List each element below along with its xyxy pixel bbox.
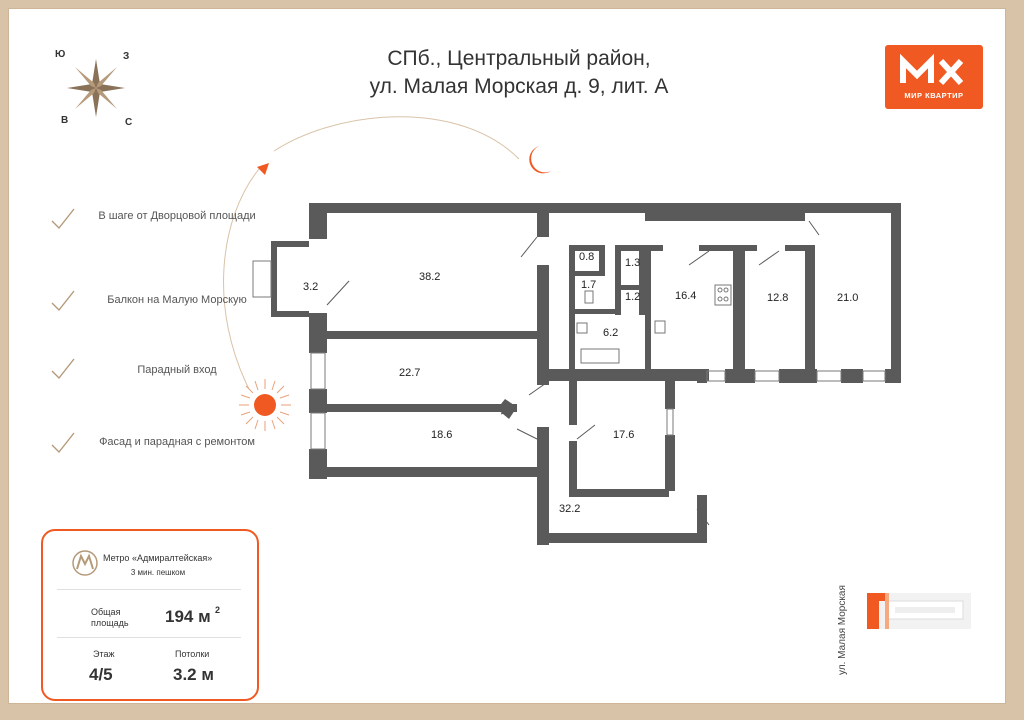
title-line-1: СПб., Центральный район, [387, 47, 651, 70]
area-unit-sup: 2 [215, 605, 221, 615]
corridor-post [497, 399, 517, 419]
metro-name: Метро «Адмиралтейская» [103, 553, 213, 563]
room-area-label: 32.2 [559, 503, 581, 515]
metro-icon [72, 550, 98, 576]
room-area-label: 38.2 [419, 271, 441, 283]
street-label: ул. Малая Морская [837, 585, 848, 675]
floor-value: 4/5 [89, 665, 113, 684]
logo-mark-icon [900, 53, 964, 86]
compass-label-nw: Ю [55, 49, 66, 60]
compass-label-sw: В [61, 115, 69, 126]
room-area-label: 1.2 [625, 291, 641, 303]
brand-logo: МИР КВАРТИР [885, 45, 983, 109]
floor-label: Этаж [93, 649, 115, 659]
building-location-map [867, 593, 971, 629]
title-line-2: ул. Малая Морская д. 9, лит. А [369, 75, 669, 98]
room-area-label: 22.7 [399, 367, 421, 379]
check-icon [51, 208, 75, 230]
info-card: Метро «Адмиралтейская» 3 мин. пешком Общ… [41, 529, 259, 701]
room-area-label: 17.6 [613, 429, 635, 441]
ceiling-value: 3.2 м [173, 665, 214, 684]
room-area-label: 3.2 [303, 281, 319, 293]
area-label: Общая площадь [91, 607, 129, 628]
walls [271, 203, 901, 545]
sun-path-arc [223, 116, 520, 390]
room-area-label: 0.8 [579, 251, 595, 263]
compass-label-se: С [125, 117, 133, 128]
sun-icon [239, 379, 291, 431]
room-area-label: 16.4 [675, 290, 697, 302]
room-area-label: 1.3 [625, 257, 641, 269]
plan-frame: СПб., Центральный район, ул. Малая Морск… [8, 8, 1006, 704]
room-area-label: 21.0 [837, 292, 859, 304]
feature-text: Балкон на Малую Морскую [107, 294, 247, 306]
area-value: 194 м [165, 607, 211, 626]
windows [252, 260, 886, 450]
room-area-label: 6.2 [603, 327, 619, 339]
doors [326, 220, 820, 526]
logo-text: МИР КВАРТИР [904, 91, 964, 100]
ceiling-label: Потолки [175, 649, 210, 659]
compass-rose-icon [67, 59, 125, 117]
check-icon [51, 290, 75, 312]
divider [57, 589, 241, 590]
feature-text: Фасад и парадная с ремонтом [99, 436, 255, 448]
page-title: СПб., Центральный район, ул. Малая Морск… [329, 45, 709, 101]
room-area-label: 1.7 [581, 279, 597, 291]
check-icon [51, 432, 75, 454]
room-area-label: 18.6 [431, 429, 453, 441]
compass-label-ne: З [123, 51, 130, 62]
room-area-label: 12.8 [767, 292, 789, 304]
fixtures [576, 284, 732, 364]
check-icon [51, 358, 75, 380]
feature-text: Парадный вход [137, 364, 217, 376]
metro-distance: 3 мин. пешком [130, 568, 186, 577]
floor-plan [252, 203, 901, 545]
divider [57, 637, 241, 638]
feature-text: В шаге от Дворцовой площади [98, 210, 256, 222]
